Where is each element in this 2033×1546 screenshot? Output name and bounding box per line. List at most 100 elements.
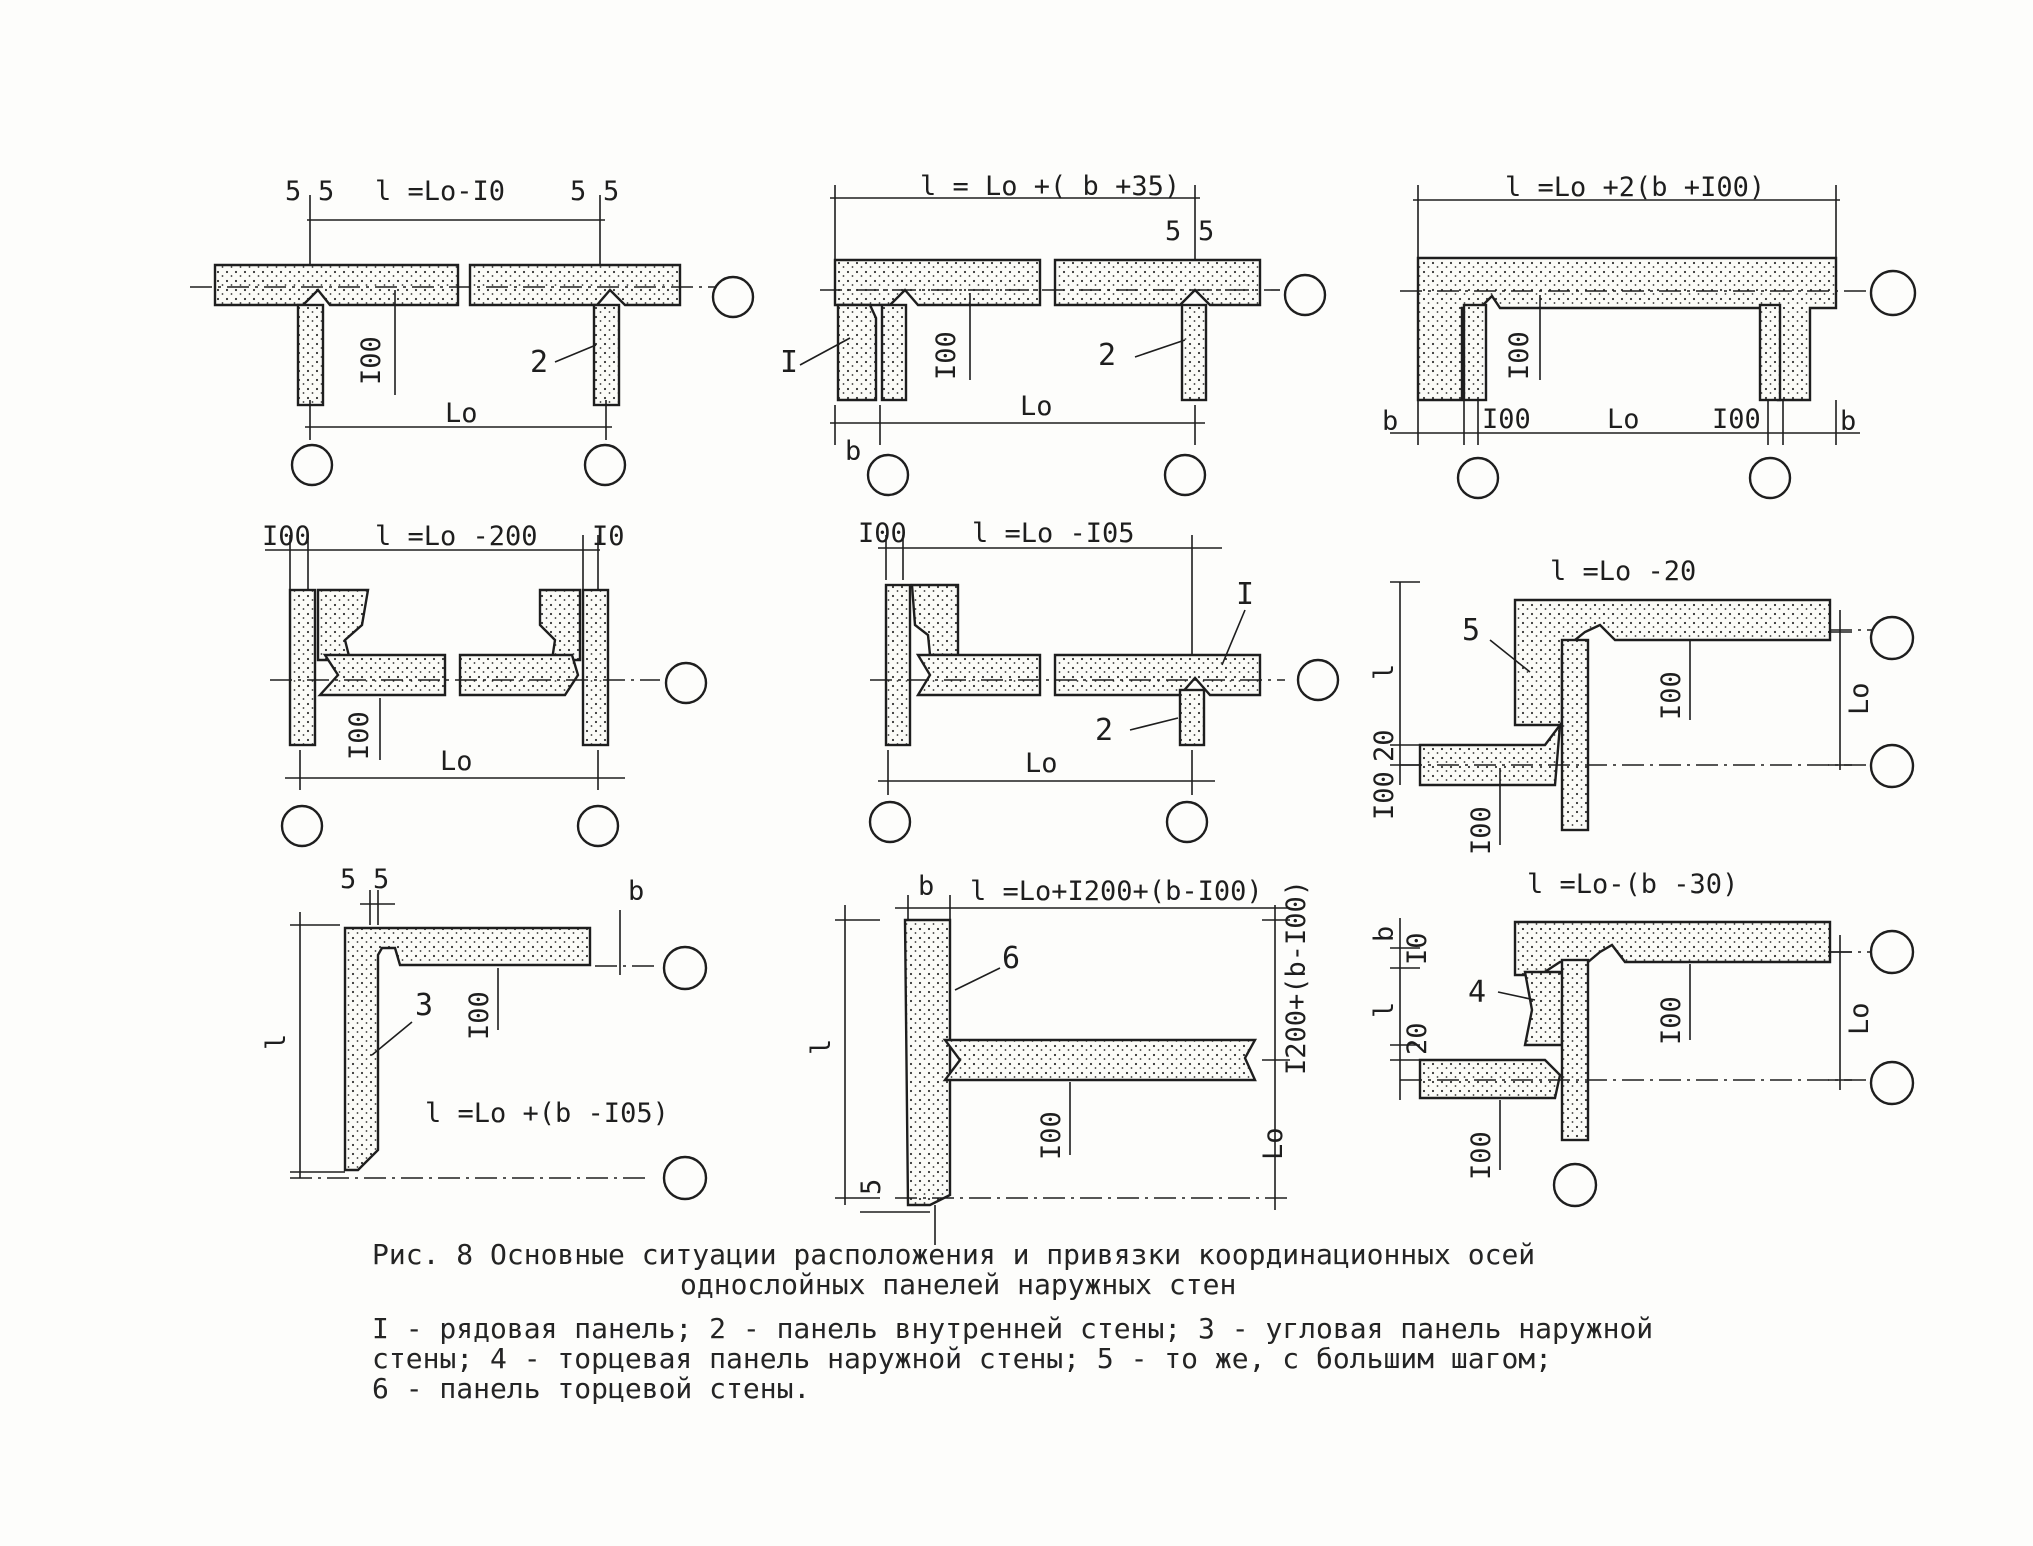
formula-label: l =Lo-(b -30) [1527, 869, 1738, 900]
axis-marker [1748, 456, 1792, 500]
formula-label: l =Lo -I05 [972, 518, 1135, 549]
axis-marker [1869, 929, 1915, 975]
axis-marker [290, 443, 334, 487]
callout-number: 2 [530, 345, 548, 380]
axis-marker [583, 443, 627, 487]
dim-label: I00 [262, 521, 311, 552]
axis-marker [664, 661, 708, 705]
dim-label: b [845, 436, 861, 467]
transverse-wall-panel [288, 588, 317, 747]
interior-wall-panel [296, 303, 325, 407]
dim-label: I0 [592, 521, 625, 552]
dim-label: b [918, 871, 934, 902]
dim-label: 5 [603, 176, 619, 207]
detail-3: l =Lo +2(b +I00) I00 b I00 Lo I00 b [1382, 172, 1917, 500]
axis-marker [1456, 456, 1500, 500]
caption-title-line-1: Рис. 8 Основные ситуации расположения и … [372, 1238, 1536, 1271]
caption-title-line-2: однослойных панелей наружных стен [680, 1268, 1237, 1301]
dim-label: I00 [1466, 806, 1497, 855]
callout-number: I [780, 345, 798, 380]
exterior-wall-panel [833, 258, 1042, 307]
dim-label: 5 [1198, 216, 1214, 247]
dim-label: Lo [1844, 1002, 1875, 1035]
detail-2: l = Lo +( b +35) 5 5 I00 Lo b I 2 [780, 171, 1327, 497]
dim-label: l [1369, 664, 1400, 680]
axis-marker [662, 1155, 708, 1201]
interior-wall-panel [1758, 303, 1782, 402]
dim-label: Lo [1607, 404, 1640, 435]
interior-wall-panel [880, 303, 908, 402]
dim-label: I00 [1036, 1111, 1067, 1160]
figure-caption: Рис. 8 Основные ситуации расположения и … [372, 1240, 1872, 1404]
axis-marker [1163, 453, 1207, 497]
dim-label: 5 [340, 864, 356, 895]
dim-label: I00 [464, 991, 495, 1040]
dim-label: I00 [1369, 771, 1400, 820]
axis-marker [868, 800, 912, 844]
exterior-wall-panel [1418, 720, 1562, 787]
dim-label: I00 [344, 711, 375, 760]
axis-marker [1869, 1060, 1915, 1106]
dim-label: Lo [1258, 1127, 1289, 1160]
dim-label: I00 [356, 336, 387, 385]
dim-label: b [1840, 406, 1856, 437]
axis-marker [1869, 615, 1915, 661]
dim-label: b [1382, 406, 1398, 437]
callout-number: 4 [1468, 975, 1486, 1010]
interior-wall-panel [1462, 303, 1488, 402]
exterior-wall-panel [317, 653, 447, 697]
axis-marker [1869, 743, 1915, 789]
corner-exterior-panel [343, 926, 592, 1172]
callout-number: I [1236, 577, 1254, 612]
dim-label: Lo [1025, 748, 1058, 779]
exterior-wall-panel [942, 1038, 1258, 1082]
detail-6: l =Lo -20 l 20 I00 I00 I00 Lo 5 [1369, 556, 1915, 855]
caption-legend-line-3: 6 - панель торцевой стены. [372, 1372, 811, 1405]
corner-block [316, 588, 370, 662]
end-wall-panel [903, 918, 952, 1207]
detail-1: l =Lo-I0 5 5 5 5 I00 Lo 2 [190, 176, 755, 487]
dim-label: I0 [1402, 932, 1433, 965]
dim-label: l [261, 1034, 292, 1050]
interior-wall-panel [1178, 688, 1206, 747]
exterior-wall-panel [1418, 1058, 1562, 1100]
dim-label: 5 [1165, 216, 1181, 247]
dim-label: Lo [1020, 391, 1053, 422]
formula-label: l =Lo -20 [1550, 556, 1696, 587]
axis-marker [576, 804, 620, 848]
axis-marker [711, 275, 755, 319]
axis-marker [1296, 658, 1340, 702]
dim-label: b [628, 876, 644, 907]
dim-label: I00 [1656, 996, 1687, 1045]
dim-label: I00 [1656, 671, 1687, 720]
interior-wall-panel [592, 303, 621, 407]
dim-label: I00 [1466, 1131, 1497, 1180]
end-panel-large-step [1513, 598, 1832, 727]
axis-marker [280, 804, 324, 848]
dim-label: 5 [570, 176, 586, 207]
dim-label: l [806, 1039, 837, 1055]
callout-number: 5 [1462, 613, 1480, 648]
caption-legend-line-2: стены; 4 - торцевая панель наружной стен… [372, 1342, 1553, 1375]
callout-number: 2 [1095, 713, 1113, 748]
axis-marker [866, 453, 910, 497]
exterior-wall-panel [468, 263, 682, 307]
dim-label: 20 [1369, 729, 1400, 762]
dim-label: I00 [1504, 331, 1535, 380]
dim-label: 5 [318, 176, 334, 207]
dim-label: 5 [373, 864, 389, 895]
detail-7: 5 5 l b I00 l =Lo +(b -I05) 3 [261, 864, 708, 1201]
exterior-wall-panel [1053, 653, 1262, 697]
interior-wall-panel [1560, 958, 1590, 1142]
interior-wall-panel [1180, 303, 1208, 402]
dim-label: I00 [858, 518, 907, 549]
formula-label: l =Lo +(b -I05) [425, 1098, 669, 1129]
formula-label: l =Lo -200 [375, 521, 538, 552]
dim-label: 5 [856, 1179, 887, 1195]
dim-label: l [1369, 1002, 1400, 1018]
callout-number: 3 [415, 988, 433, 1023]
corner-infill-panel [836, 303, 878, 402]
dim-label: I00 [1482, 404, 1531, 435]
dim-label: I200+(b-I00) [1281, 880, 1312, 1075]
